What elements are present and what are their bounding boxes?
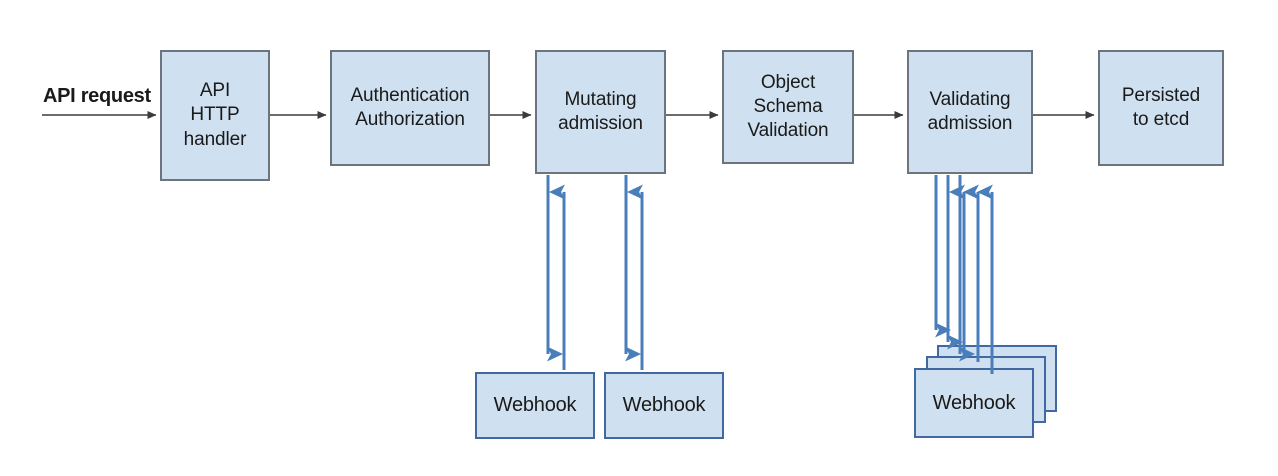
connector-validating-webhook-1 bbox=[934, 175, 966, 350]
webhook-box-mutating-1[interactable]: Webhook bbox=[475, 372, 595, 439]
connector-mutating-webhook-2 bbox=[624, 175, 644, 370]
api-request-label: API request bbox=[43, 85, 151, 107]
stage-object-schema-validation[interactable]: Object Schema Validation bbox=[722, 50, 854, 164]
stage-validating-admission[interactable]: Validating admission bbox=[907, 50, 1033, 174]
stage-persisted-to-etcd[interactable]: Persisted to etcd bbox=[1098, 50, 1224, 166]
stage-mutating-admission[interactable]: Mutating admission bbox=[535, 50, 666, 174]
webhook-box-validating-front[interactable]: Webhook bbox=[914, 368, 1034, 438]
connector-validating-webhook-2 bbox=[946, 175, 980, 362]
connector-mutating-webhook-1 bbox=[546, 175, 566, 370]
stage-authentication-authorization[interactable]: Authentication Authorization bbox=[330, 50, 490, 166]
stage-api-http-handler[interactable]: API HTTP handler bbox=[160, 50, 270, 181]
webhook-box-mutating-2[interactable]: Webhook bbox=[604, 372, 724, 439]
